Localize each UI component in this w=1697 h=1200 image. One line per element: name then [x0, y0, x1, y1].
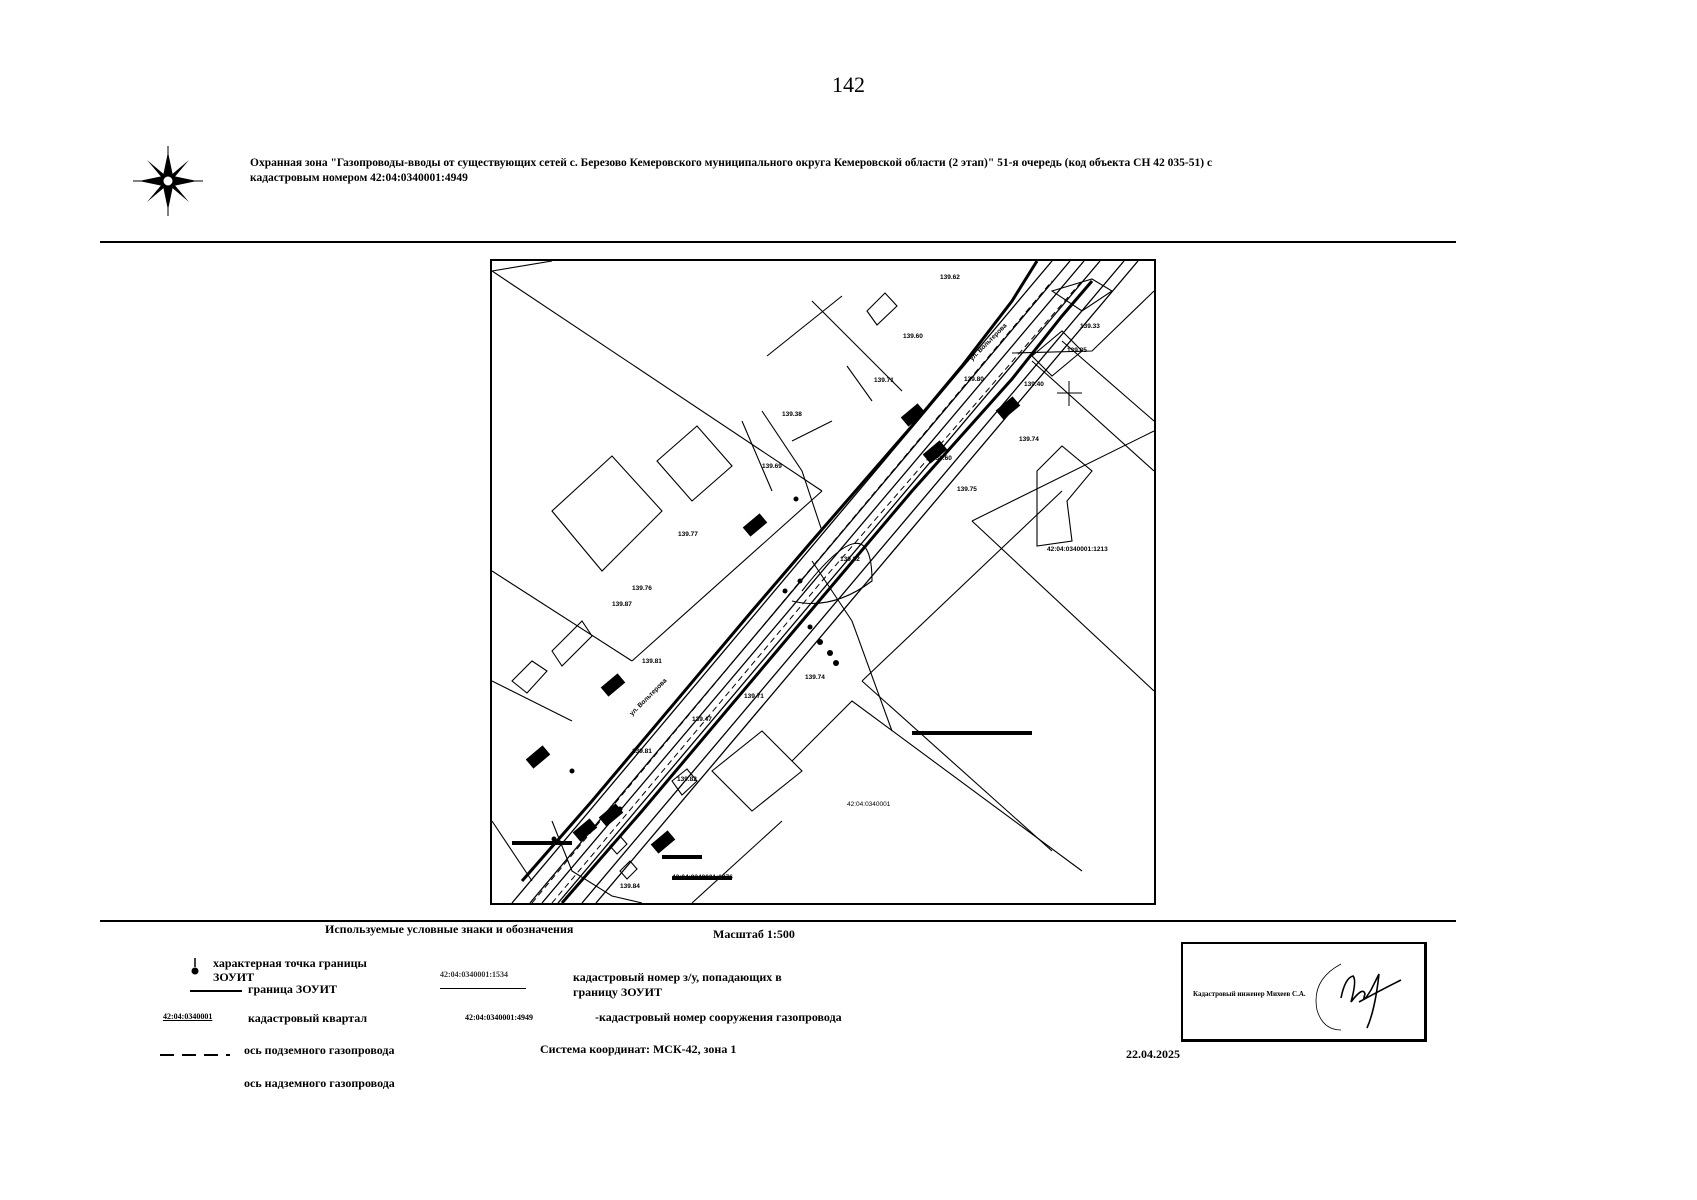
svg-text:139.74: 139.74 — [805, 674, 825, 681]
svg-text:139.80: 139.80 — [964, 376, 984, 383]
boundary-line-symbol — [190, 990, 242, 992]
svg-text:139.60: 139.60 — [932, 455, 952, 462]
legend-structure-sample: 42:04:0340001:4949 — [465, 1013, 533, 1022]
title-line-1: Охранная зона "Газопроводы-вводы от суще… — [250, 157, 1213, 169]
boundary-points — [551, 496, 839, 842]
parcel-sample-underline — [440, 988, 526, 989]
legend-quarter-label: кадастровый квартал — [248, 1011, 368, 1025]
map-geometry — [492, 261, 1154, 903]
signature-label: Кадастровый инженер Михеев С.А. — [1193, 990, 1306, 998]
title-line-2: кадастровым номером 42:04:0340001:4949 — [250, 172, 468, 184]
svg-text:139.81: 139.81 — [642, 658, 662, 665]
legend-title: Используемые условные знаки и обозначени… — [325, 922, 574, 936]
document-title: Охранная зона "Газопроводы-вводы от суще… — [250, 156, 1380, 186]
map-scale: Масштаб 1:500 — [713, 927, 795, 941]
svg-text:139.84: 139.84 — [620, 883, 640, 890]
svg-text:139.71: 139.71 — [874, 377, 894, 384]
svg-text:139.75: 139.75 — [957, 486, 977, 493]
map-small-labels: 139.62 139.60 139.71 139.38 139.69 139.7… — [612, 274, 1100, 890]
svg-text:139.77: 139.77 — [678, 531, 698, 538]
page-number: 142 — [832, 72, 865, 97]
svg-text:139.81: 139.81 — [632, 748, 652, 755]
legend-boundary-label: граница ЗОУИТ — [248, 982, 338, 996]
svg-text:139.38: 139.38 — [782, 411, 802, 418]
legend-quarter-sample: 42:04:0340001 — [163, 1012, 213, 1021]
map-parcel-label-1276: 42:04:0340001:1276 — [672, 874, 733, 881]
map-parcel-label-1213: 42:04:0340001:1213 — [1047, 546, 1108, 553]
svg-text:139.62: 139.62 — [940, 274, 960, 281]
svg-text:139.85: 139.85 — [1067, 347, 1087, 354]
legend-parcel-sample: 42:04:0340001:1534 — [440, 970, 508, 979]
svg-text:139.40: 139.40 — [1024, 381, 1044, 388]
map-street-label-1: ул. Вольтерова — [628, 677, 668, 717]
svg-text:139.69: 139.69 — [762, 463, 782, 470]
signature-box: Кадастровый инженер Михеев С.А. — [1181, 942, 1427, 1042]
legend-point-label: характерная точка границы — [213, 956, 367, 970]
signature-mark — [1301, 950, 1411, 1036]
svg-text:139.82: 139.82 — [677, 776, 697, 783]
map-label-blocks — [512, 396, 1032, 880]
svg-text:139.71: 139.71 — [744, 693, 764, 700]
legend-parcel-label-1: кадастровый номер з/у, попадающих в — [573, 970, 782, 984]
cadastral-map: 139.62 139.60 139.71 139.38 139.69 139.7… — [490, 259, 1156, 905]
svg-text:139.33: 139.33 — [1080, 323, 1100, 330]
legend-structure-label: -кадастровый номер сооружения газопровод… — [595, 1010, 842, 1024]
svg-text:139.74: 139.74 — [1019, 436, 1039, 443]
legend-parcel-label-2: границу ЗОУИТ — [573, 985, 663, 999]
top-divider — [100, 241, 1456, 243]
svg-text:139.87: 139.87 — [612, 601, 632, 608]
underground-axis-symbol — [160, 1054, 230, 1056]
svg-text:139.47: 139.47 — [692, 716, 712, 723]
bottom-divider — [100, 920, 1456, 922]
legend-point-label-2: ЗОУИТ — [213, 970, 255, 984]
document-date: 22.04.2025 — [1126, 1047, 1180, 1061]
svg-text:139.60: 139.60 — [903, 333, 923, 340]
legend-underground-label: ось подземного газопровода — [244, 1043, 395, 1057]
point-symbol-icon — [190, 958, 200, 976]
svg-text:139.76: 139.76 — [632, 585, 652, 592]
legend-overground-label: ось надземного газопровода — [244, 1076, 395, 1090]
svg-text:139.32: 139.32 — [840, 556, 860, 563]
map-quarter-label: 42:04:0340001 — [847, 801, 891, 808]
coordinate-system: Система координат: МСК-42, зона 1 — [540, 1042, 737, 1056]
compass-rose-icon — [133, 146, 203, 216]
